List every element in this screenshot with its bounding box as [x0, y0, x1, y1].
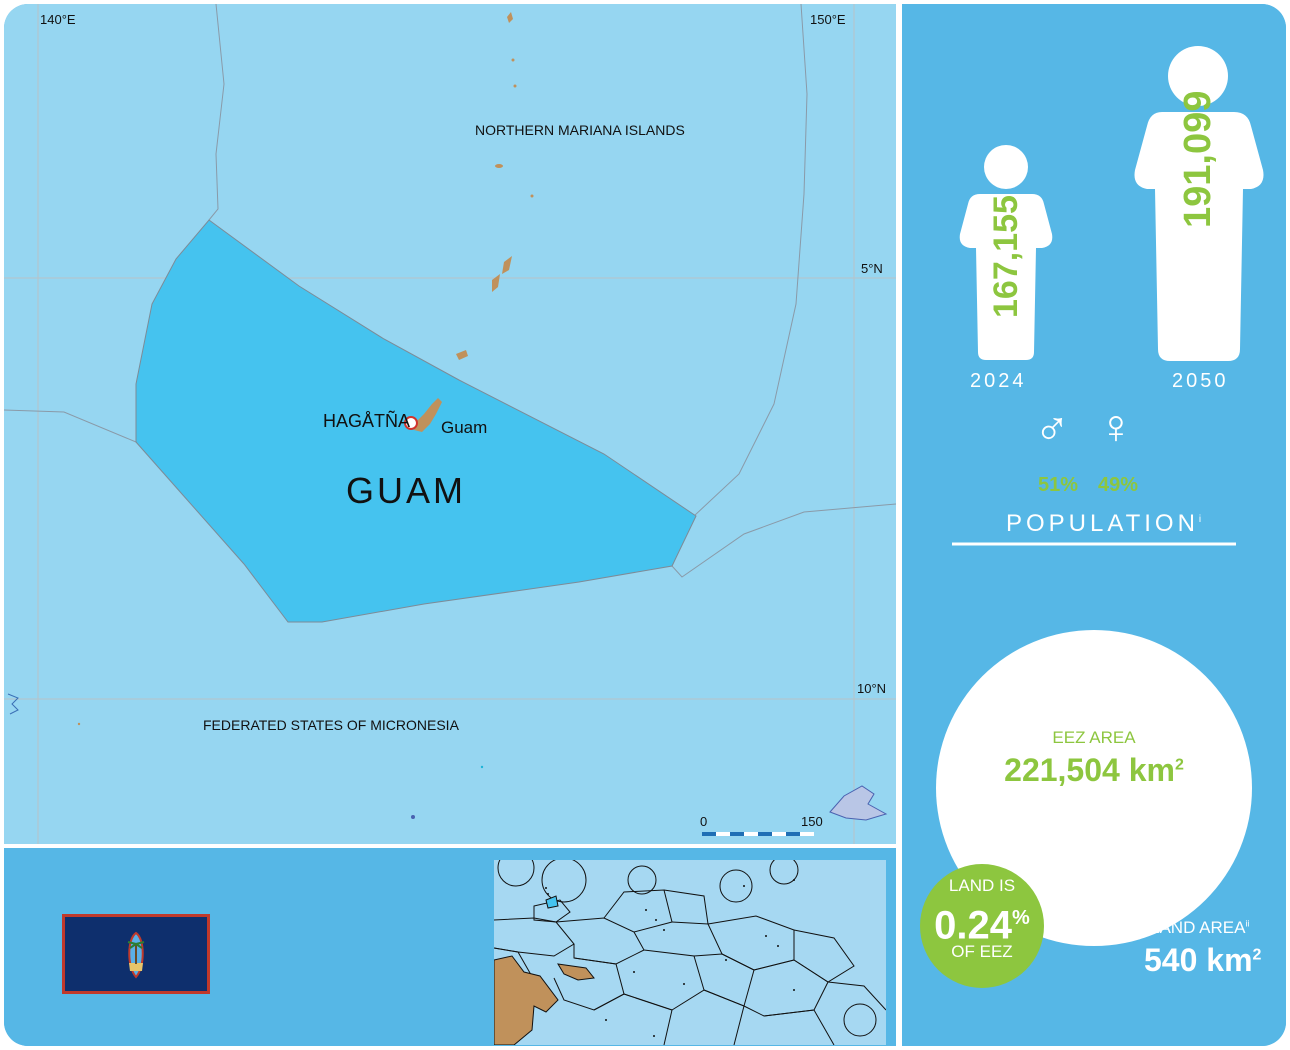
label-micronesia: FEDERATED STATES OF MICRONESIA: [203, 717, 459, 733]
eez-area-label: EEZ AREA: [1052, 728, 1136, 747]
island: [513, 84, 517, 88]
flag-seal-icon: [127, 931, 145, 979]
panel-divider: [896, 4, 902, 1046]
scale-bar-seg: [786, 832, 800, 836]
island: [495, 164, 503, 168]
person-2024-body: [959, 194, 1053, 360]
locator-map: [494, 860, 886, 1045]
scale-bar-seg: [730, 832, 744, 836]
female-symbol-icon: ♀: [1098, 401, 1134, 454]
locator-map-graphic: [494, 860, 886, 1045]
main-map: 140°E 150°E 5°N 10°N NORTHERN MARIANA IS…: [4, 4, 896, 844]
scale-start: 0: [700, 814, 708, 829]
fsm-atoll: [829, 785, 888, 821]
person-2050-head: [1168, 46, 1228, 106]
population-title: POPULATIONi: [1006, 510, 1202, 537]
population-2050-value: 191,099: [1177, 90, 1219, 228]
island: [507, 12, 513, 23]
land-share-value: 0.24%: [934, 903, 1030, 948]
guam-island: [414, 398, 442, 432]
fsm-boundary: [4, 409, 137, 443]
infographic-frame: 140°E 150°E 5°N 10°N NORTHERN MARIANA IS…: [4, 4, 1286, 1046]
new-guinea-land: [494, 955, 559, 1045]
female-percent: 49%: [1098, 474, 1139, 496]
person-2024-head: [984, 145, 1028, 189]
land-area-label: LAND AREAii: [1150, 918, 1250, 937]
guam-flag: [62, 914, 210, 994]
map-divider: [4, 844, 896, 848]
parallel-label-5: 5°N: [861, 261, 883, 276]
scale-bar-seg: [758, 832, 772, 836]
map-graphic: [4, 4, 896, 844]
scale-end: 150: [801, 814, 823, 829]
island: [77, 722, 81, 726]
island: [480, 765, 484, 769]
male-symbol-icon: ♂: [1034, 403, 1070, 456]
population-2024-year: 2024: [970, 370, 1027, 392]
male-percent: 51%: [1038, 474, 1079, 496]
eez-area-value: 221,504 km2: [1004, 752, 1184, 788]
land-share-suffix: OF EEZ: [951, 942, 1013, 961]
island: [411, 815, 415, 819]
meridian-label-140: 140°E: [40, 12, 76, 27]
bottom-strip: [4, 848, 896, 1046]
capital-marker: [404, 416, 418, 430]
nmi-west-boundary: [208, 4, 225, 221]
land-share-prefix: LAND IS: [948, 876, 1016, 895]
land-share-circle: [920, 864, 1044, 988]
population-figures: [952, 46, 1264, 546]
label-capital: HAGÅTÑA: [323, 411, 411, 431]
meridian-label-150: 150°E: [810, 12, 846, 27]
label-island: Guam: [441, 418, 488, 437]
population-2050-year: 2050: [1172, 370, 1229, 392]
parallel-label-10: 10°N: [857, 681, 887, 696]
label-northern-mariana: NORTHERN MARIANA ISLANDS: [475, 122, 685, 138]
island: [530, 194, 534, 198]
person-2050-body: [1134, 112, 1264, 361]
nmi-east-boundary: [671, 4, 896, 578]
label-country: GUAM: [346, 470, 466, 511]
scale-bar-seg: [702, 832, 716, 836]
fsm-island-outline: [7, 693, 19, 715]
island: [492, 274, 500, 292]
island: [511, 58, 515, 62]
land-area-value: 540 km2: [1144, 942, 1262, 978]
population-2024-value: 167,155: [987, 195, 1025, 318]
island: [502, 256, 512, 274]
stats-panel: 167,155 191,099 2024 2050 ♂ ♀ 51% 49% PO…: [902, 4, 1286, 1046]
island: [456, 350, 468, 360]
guam-eez-highlight: [545, 895, 559, 909]
